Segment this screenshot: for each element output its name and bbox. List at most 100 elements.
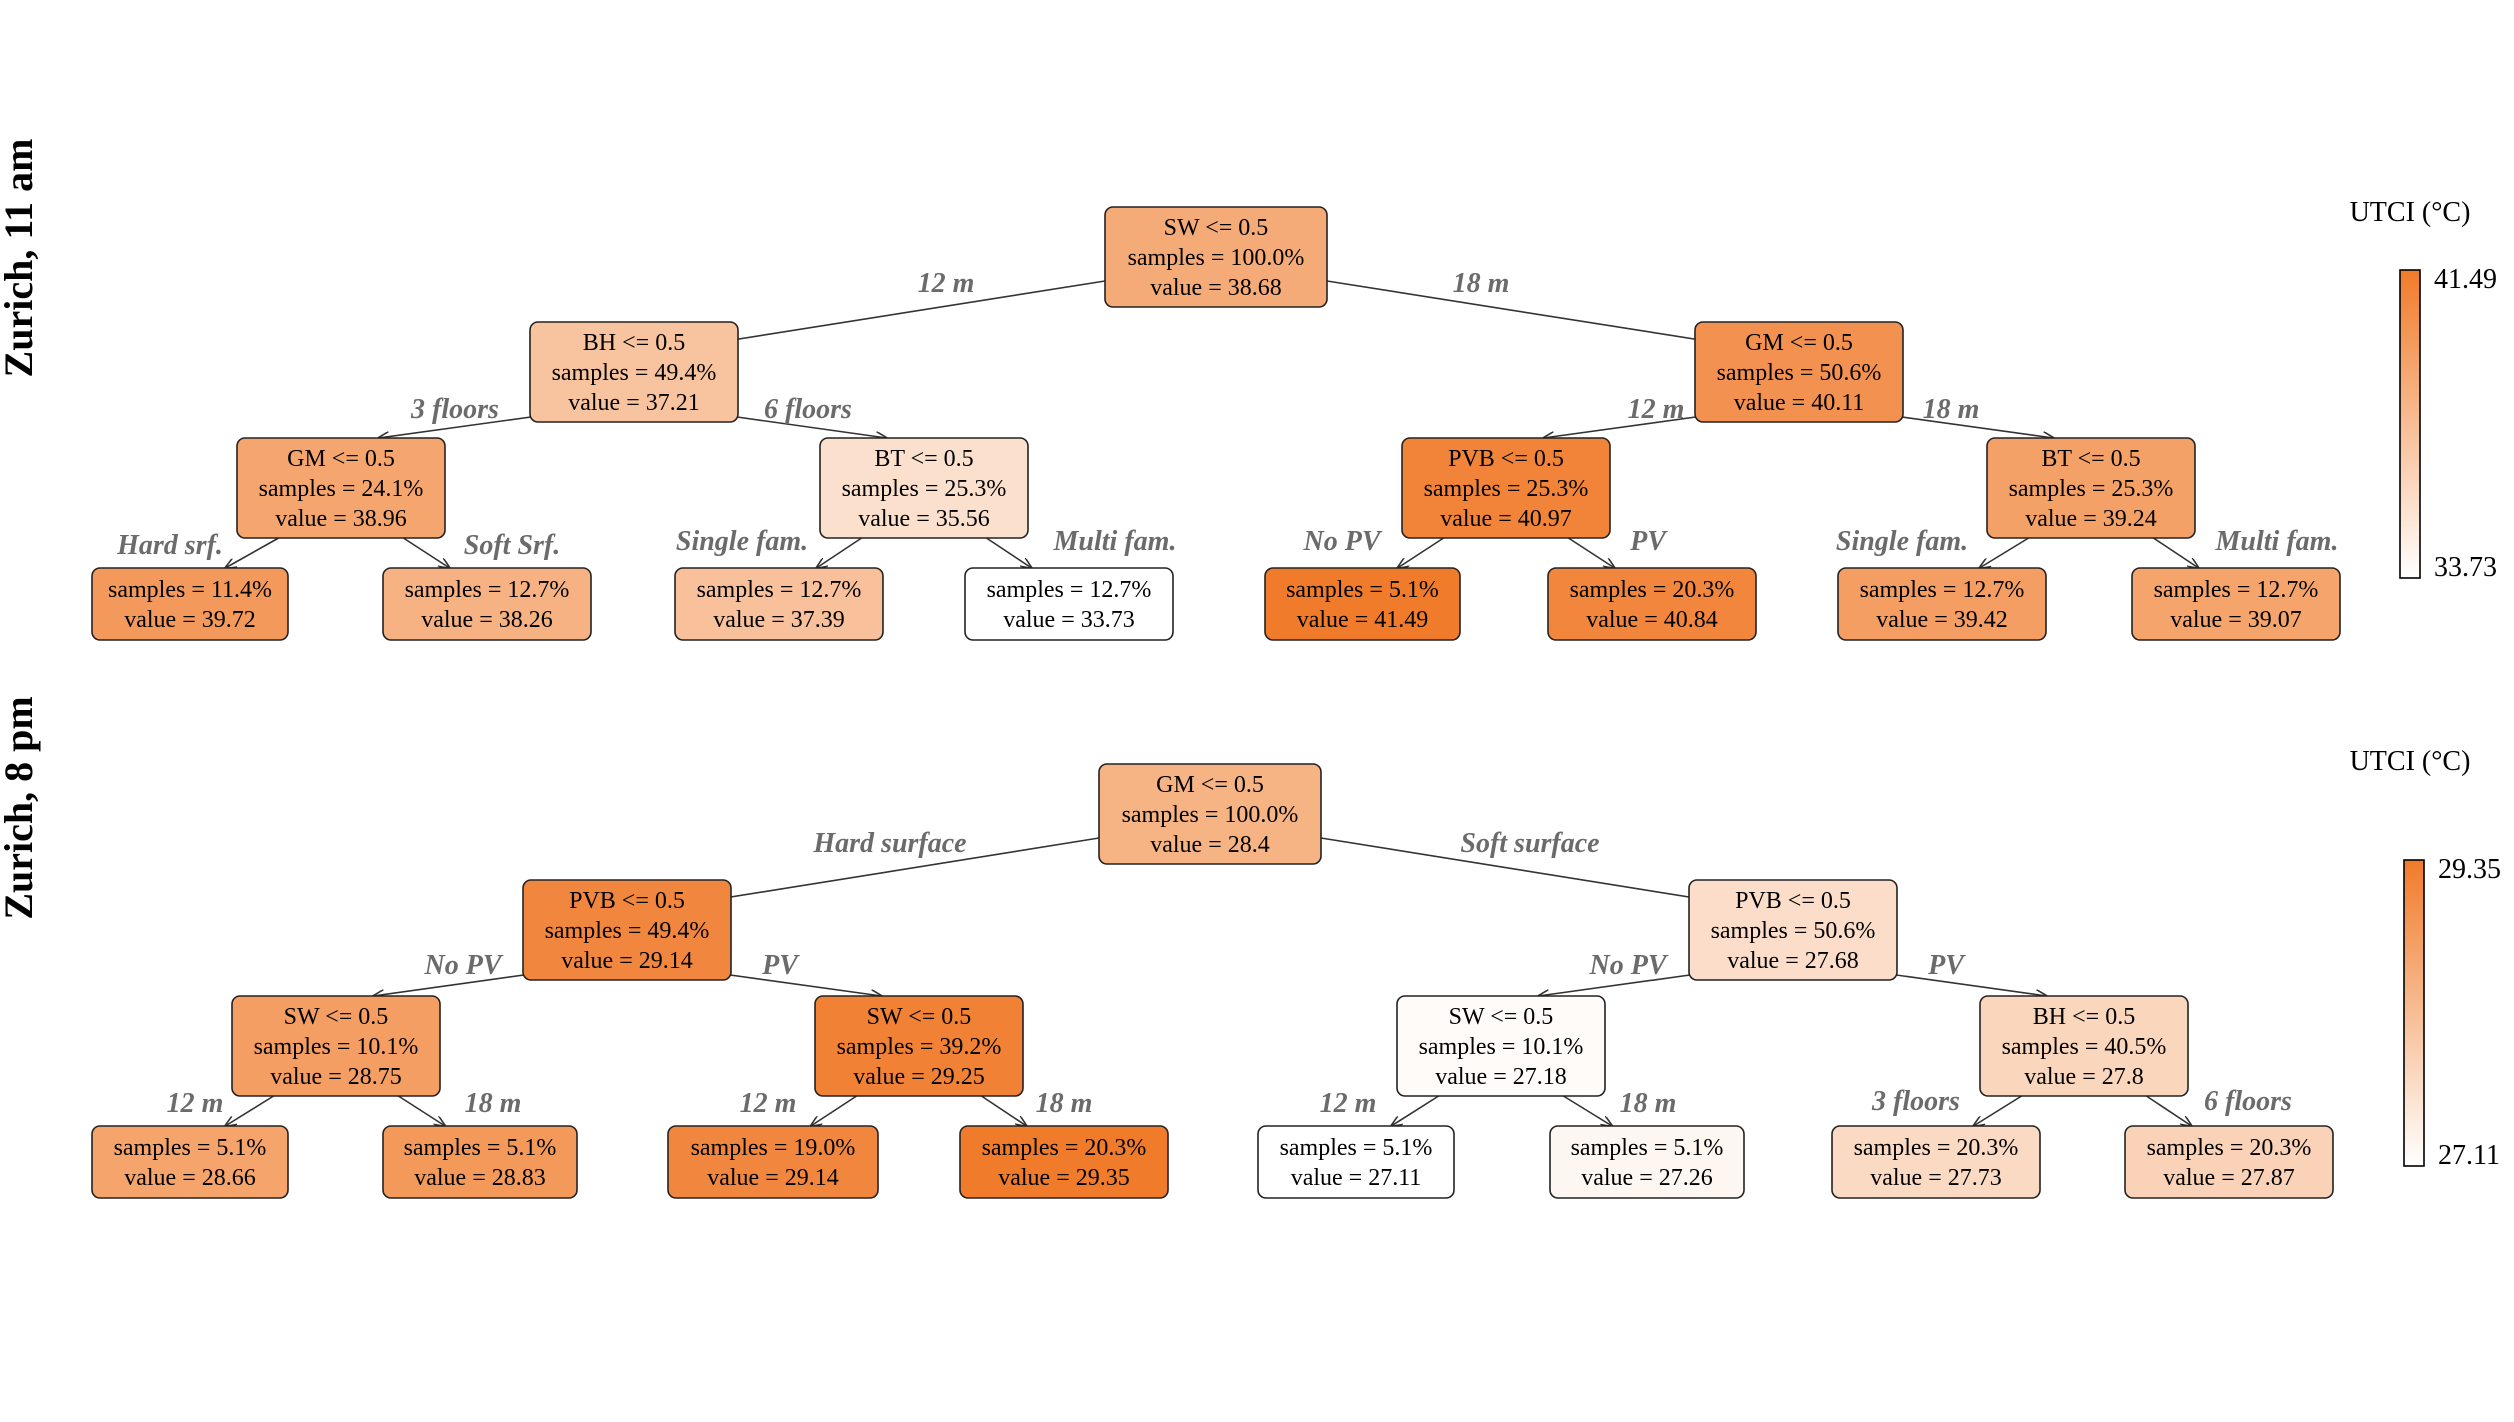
node-box [959, 1125, 1169, 1199]
node-text-line: value = 29.14 [561, 948, 693, 974]
node-text-line: samples = 12.7% [987, 577, 1152, 603]
node-text-line: GM <= 0.5 [1156, 772, 1264, 798]
colorbar [2399, 269, 2421, 579]
tree-node: samples = 20.3%value = 27.87 [2124, 1125, 2334, 1199]
node-text-line: value = 38.68 [1150, 275, 1282, 301]
edge-label: 18 m [1036, 1088, 1093, 1119]
node-text-line: samples = 10.1% [1419, 1034, 1584, 1060]
node-text-line: samples = 12.7% [405, 577, 570, 603]
edge-label: Multi fam. [2215, 526, 2339, 557]
tree-edge [1543, 415, 1704, 438]
node-text-line: BH <= 0.5 [2033, 1004, 2135, 1030]
node-text-line: value = 40.97 [1440, 506, 1572, 532]
node-box [1547, 567, 1757, 641]
tree-edge [811, 1095, 858, 1126]
node-text-line: value = 27.26 [1581, 1165, 1713, 1191]
node-box [674, 567, 884, 641]
node-text-line: value = 35.56 [858, 506, 990, 532]
edge-label: 12 m [1628, 394, 1685, 425]
tree-edge [397, 1095, 445, 1126]
node-text-line: samples = 20.3% [1570, 577, 1735, 603]
tree-edge [1979, 537, 2030, 568]
tree-node: samples = 19.0%value = 29.14 [667, 1125, 879, 1199]
tree-edge [1894, 415, 2054, 438]
node-text-line: value = 28.83 [414, 1165, 546, 1191]
node-text-line: value = 39.42 [1876, 607, 2008, 633]
node-box [1396, 995, 1606, 1097]
node-text-line: value = 37.21 [568, 390, 700, 416]
node-box [1979, 995, 2189, 1097]
edge-label: 12 m [167, 1088, 224, 1119]
tree-node: samples = 11.4%value = 39.72 [91, 567, 289, 641]
edge-label: PV [761, 950, 800, 981]
tree-node: samples = 12.7%value = 39.42 [1837, 567, 2047, 641]
edge-label: No PV [424, 950, 504, 981]
tree-edge [378, 415, 539, 438]
edge-label: 12 m [1320, 1088, 1377, 1119]
node-text-line: value = 40.11 [1734, 390, 1865, 416]
node-text-line: samples = 39.2% [837, 1034, 1002, 1060]
edge-label: 18 m [1923, 394, 1980, 425]
node-text-line: samples = 20.3% [982, 1135, 1147, 1161]
tree-edge [729, 415, 887, 438]
node-text-line: samples = 49.4% [545, 918, 710, 944]
node-text-line: value = 27.11 [1291, 1165, 1422, 1191]
edge-label: Multi fam. [1053, 526, 1177, 557]
node-box [964, 567, 1174, 641]
node-text-line: value = 41.49 [1297, 607, 1429, 633]
tree-edge [1973, 1095, 2023, 1126]
node-box [382, 1125, 578, 1199]
edge-label: PV [1927, 950, 1966, 981]
edge-label: Hard surface [812, 828, 966, 859]
edge-label: No PV [1303, 526, 1383, 557]
legend-min-label: 27.11 [2438, 1140, 2500, 1171]
node-text-line: PVB <= 0.5 [569, 888, 685, 914]
tree-node: samples = 5.1%value = 41.49 [1264, 567, 1461, 641]
node-text-line: samples = 25.3% [842, 476, 1007, 502]
node-text-line: value = 29.14 [707, 1165, 839, 1191]
tree-node: samples = 12.7%value = 38.26 [382, 567, 592, 641]
node-text-line: samples = 10.1% [254, 1034, 419, 1060]
tree-edge [373, 973, 532, 996]
node-text-line: value = 40.84 [1586, 607, 1718, 633]
tree-node: samples = 12.7%value = 39.07 [2131, 567, 2341, 641]
node-box [1837, 567, 2047, 641]
node-text-line: value = 33.73 [1003, 607, 1135, 633]
node-text-line: samples = 5.1% [404, 1135, 557, 1161]
node-text-line: samples = 20.3% [1854, 1135, 2019, 1161]
edge-label: 18 m [1620, 1088, 1677, 1119]
tree-edge [2145, 1095, 2191, 1126]
tree-edge [722, 973, 882, 996]
tree-node: samples = 12.7% value = 33.73 [964, 567, 1174, 641]
node-box [382, 567, 592, 641]
tree-edge [1320, 837, 1758, 908]
node-text-line: value = 27.68 [1727, 948, 1859, 974]
node-box [1104, 206, 1328, 308]
tree-edge [402, 537, 449, 568]
edge-label: PV [1629, 526, 1668, 557]
node-box [1401, 437, 1611, 539]
node-box [91, 567, 289, 641]
legend-title: UTCI (°C) [2350, 746, 2471, 777]
edge-label: No PV [1589, 950, 1669, 981]
node-text-line: samples = 100.0% [1122, 802, 1299, 828]
node-text-line: SW <= 0.5 [284, 1004, 389, 1030]
node-box [522, 879, 732, 981]
tree-edge [985, 537, 1031, 568]
node-text-line: samples = 100.0% [1128, 245, 1305, 271]
edge-label: 12 m [918, 268, 975, 299]
node-text-line: SW <= 0.5 [1449, 1004, 1554, 1030]
tree-node: samples = 5.1%value = 27.26 [1549, 1125, 1745, 1199]
node-text-line: samples = 24.1% [259, 476, 424, 502]
node-text-line: samples = 20.3% [2147, 1135, 2312, 1161]
legend-max-label: 41.49 [2434, 264, 2497, 295]
node-text-line: samples = 25.3% [2009, 476, 2174, 502]
